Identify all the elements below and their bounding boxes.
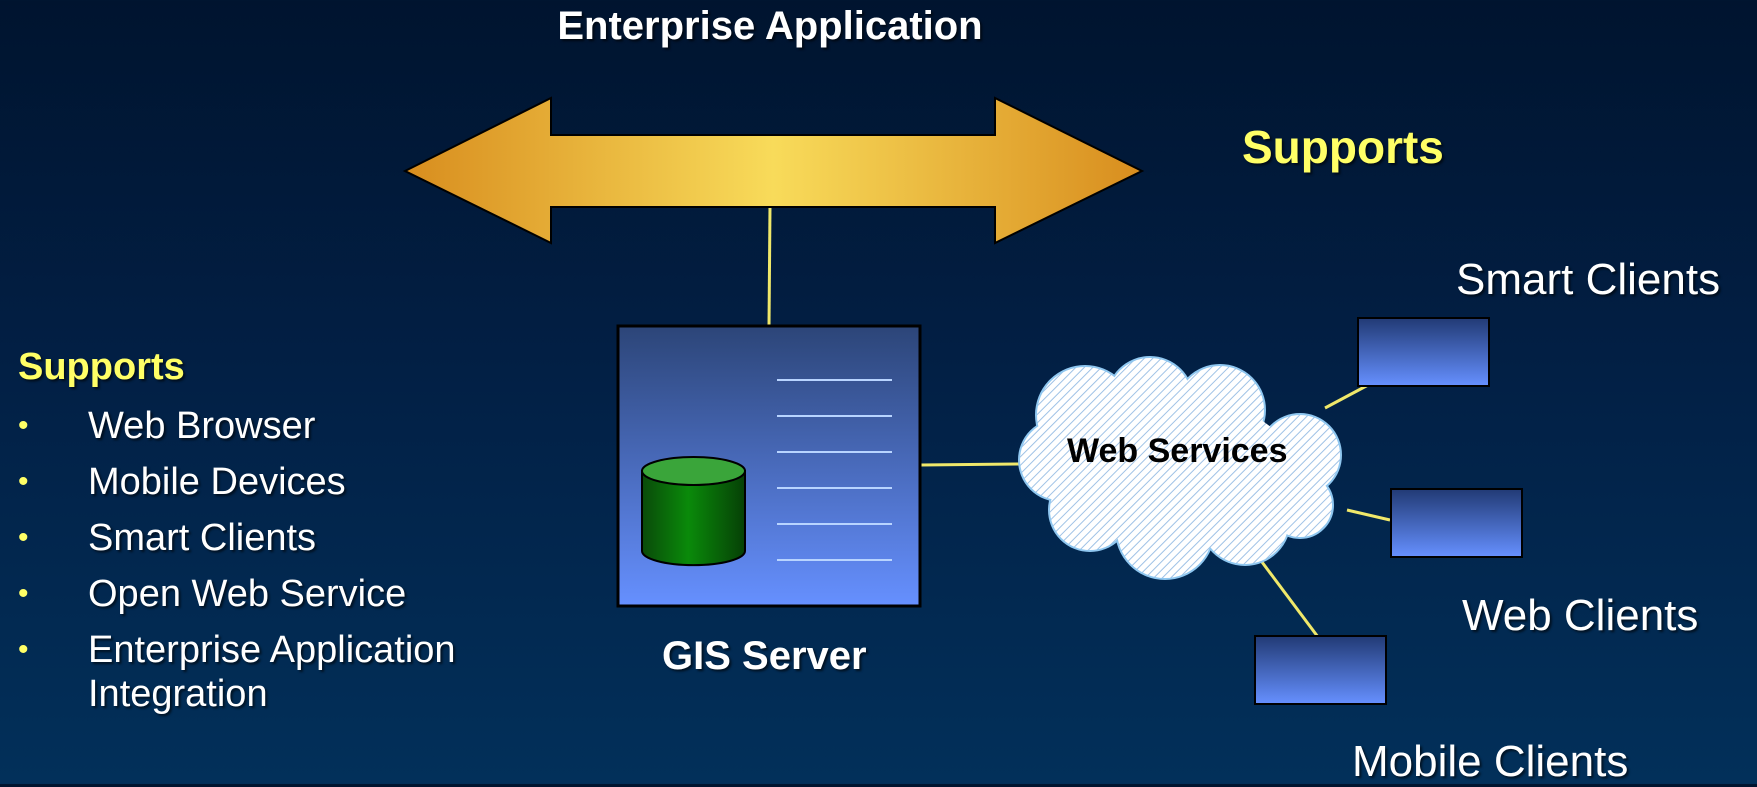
- supports-heading-left: Supports: [18, 346, 185, 388]
- mobile-client-box: [1254, 635, 1387, 705]
- cloud-to-mobile-connector: [1251, 549, 1320, 638]
- list-item: •Mobile Devices: [18, 461, 346, 503]
- web-services-label: Web Services: [1067, 432, 1288, 470]
- list-item: •Open Web Service: [18, 573, 407, 615]
- mobile-clients-label: Mobile Clients: [1352, 737, 1629, 786]
- bullet-icon: •: [18, 465, 29, 498]
- bullet-icon: •: [18, 521, 29, 554]
- list-item: •Web Browser: [18, 405, 316, 447]
- supports-label-right: Supports: [1242, 121, 1444, 173]
- gis-server-box: [616, 324, 922, 608]
- bullet-icon: •: [18, 409, 29, 442]
- enterprise-double-arrow: [402, 96, 1145, 245]
- supports-list: •Web Browser •Mobile Devices •Smart Clie…: [18, 404, 456, 728]
- connectors: [767, 205, 1391, 638]
- bullet-icon: •: [18, 577, 29, 610]
- web-services-cloud: [1018, 356, 1342, 580]
- server-lines: [777, 379, 892, 561]
- database-cylinder-icon: [641, 456, 746, 567]
- arrow-to-server-connector: [767, 205, 772, 327]
- diagram-title: Enterprise Application: [557, 4, 983, 48]
- cloud-to-smart-connector: [1324, 382, 1371, 410]
- list-item: •Enterprise Application Integration: [18, 629, 456, 715]
- smart-client-box: [1357, 317, 1490, 387]
- gis-server-label: GIS Server: [662, 634, 867, 678]
- cloud-to-web-connector: [1346, 508, 1391, 522]
- web-clients-label: Web Clients: [1462, 591, 1699, 640]
- bullet-icon: •: [18, 633, 29, 666]
- smart-clients-label: Smart Clients: [1456, 255, 1721, 304]
- list-item: •Smart Clients: [18, 517, 317, 559]
- web-client-box: [1390, 488, 1523, 558]
- server-to-cloud-connector: [920, 462, 1021, 467]
